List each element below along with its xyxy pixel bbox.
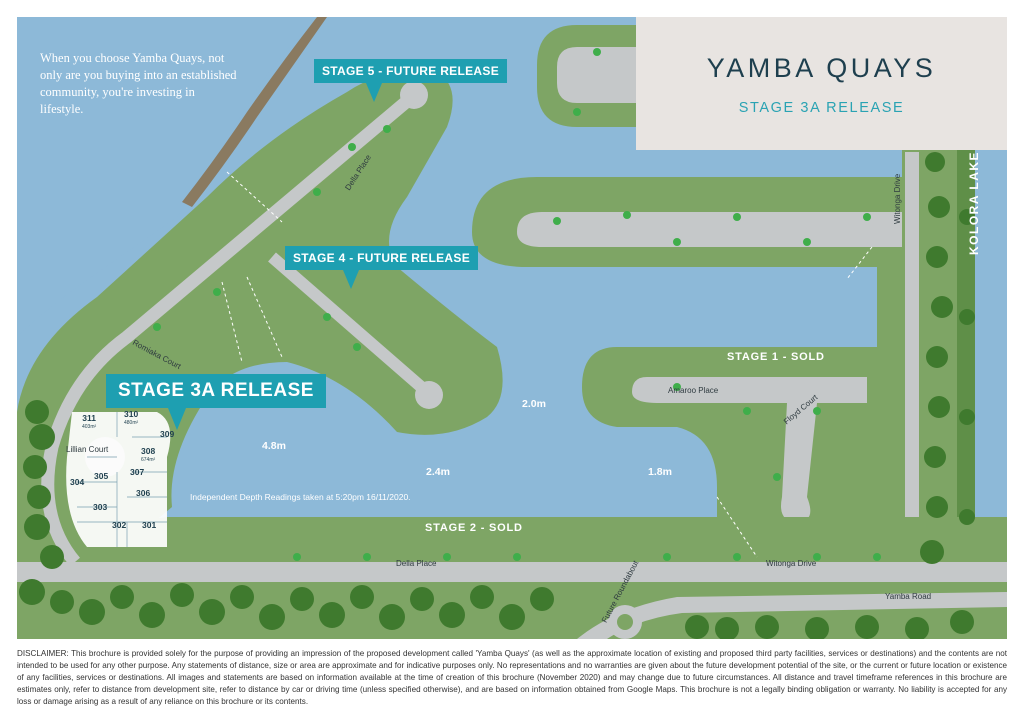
yamba-road (577, 592, 1007, 639)
stage1-label: STAGE 1 - SOLD (727, 351, 825, 363)
brand-title: YAMBA QUAYS (706, 53, 937, 83)
brand-panel: YAMBA QUAYS STAGE 3A RELEASE (636, 17, 1007, 150)
lot-304: 304 (70, 477, 85, 487)
intro-text: When you choose Yamba Quays, not only ar… (40, 51, 237, 116)
road-witonga-drive-bottom: Witonga Drive (766, 559, 817, 568)
road-witonga-drive-side: Witonga Drive (893, 173, 902, 224)
kolora-lake-label: KOLORA LAKE (967, 150, 981, 255)
lot-boundaries (77, 412, 167, 547)
west-water (17, 17, 317, 337)
road-lillian-court: Lillian Court (66, 445, 109, 454)
stage-boundaries (221, 171, 873, 558)
lot-307: 307 (130, 467, 145, 477)
north-island-road (557, 47, 637, 103)
amaroo-road (632, 377, 867, 403)
lot-302: 302 (112, 520, 127, 530)
street-trees (153, 48, 881, 561)
road-amaroo-place: Amaroo Place (668, 386, 719, 395)
road-della-place-bottom: Della Place (396, 559, 437, 568)
lot-303: 303 (93, 502, 108, 512)
della-place-curve (41, 92, 417, 567)
lot-306: 306 (136, 488, 151, 498)
stage1-land (582, 267, 957, 577)
stage4-road (268, 252, 431, 397)
disclaimer: DISCLAIMER: This brochure is provided so… (17, 649, 1007, 706)
stage5-cul-de-sac (400, 81, 428, 109)
depth-2-0: 2.0m (522, 398, 546, 410)
depth-1-8: 1.8m (648, 466, 672, 478)
della-witonga-road (17, 562, 1007, 582)
rock-wall (182, 17, 327, 207)
roundabout-centre (617, 614, 633, 630)
stage3a-lots (66, 412, 171, 547)
witonga-side-road (905, 152, 919, 572)
stage2-label: STAGE 2 - SOLD (425, 522, 523, 534)
trees (19, 152, 975, 639)
road-yamba-road: Yamba Road (885, 592, 932, 601)
depth-4-8: 4.8m (262, 440, 286, 452)
brand-subtitle: STAGE 3A RELEASE (738, 100, 905, 116)
lot-305: 305 (94, 471, 109, 481)
floyd-road (781, 403, 817, 522)
stage4-cul-de-sac (415, 381, 443, 409)
stage4-callout: STAGE 4 - FUTURE RELEASE (285, 246, 478, 289)
stage3a-callout: STAGE 3A RELEASE (106, 374, 326, 430)
centre-road (517, 212, 907, 247)
depth-note: Independent Depth Readings taken at 5:20… (190, 492, 411, 502)
lot-301: 301 (142, 520, 157, 530)
depth-2-4: 2.4m (426, 466, 450, 478)
stage5-callout: STAGE 5 - FUTURE RELEASE (314, 59, 507, 102)
lot-309: 309 (160, 429, 175, 439)
